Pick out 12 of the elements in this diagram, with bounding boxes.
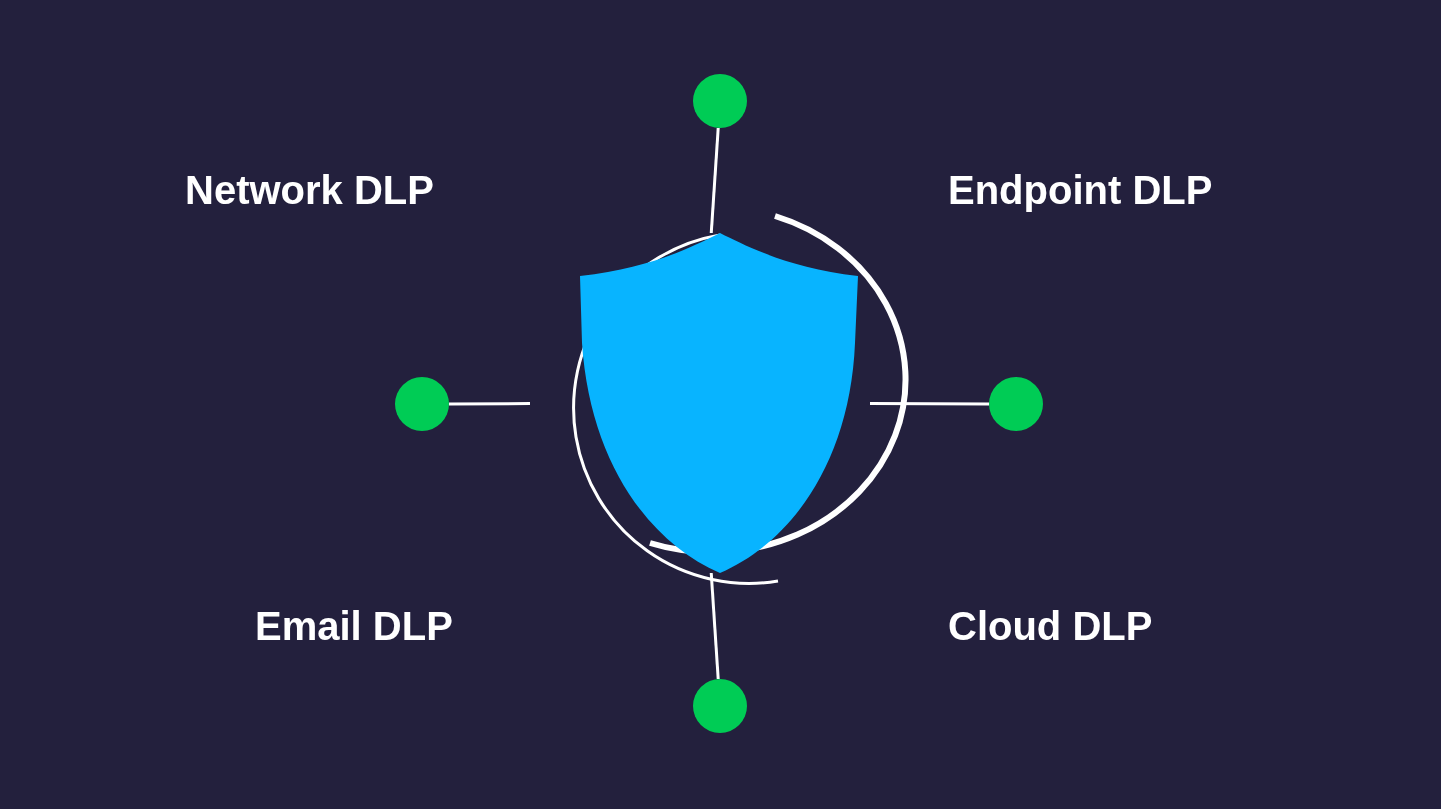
category-label: Network DLP [185,170,434,210]
connector-line [449,402,530,406]
dot-node [693,74,747,128]
category-label: Email DLP [255,606,453,646]
category-label: Endpoint DLP [948,170,1213,210]
category-label: Cloud DLP [948,606,1153,646]
connector-line [870,402,989,406]
connector-line [709,127,720,234]
dot-node [693,679,747,733]
connector-line [709,572,720,680]
dot-node [989,377,1043,431]
dot-node [395,377,449,431]
